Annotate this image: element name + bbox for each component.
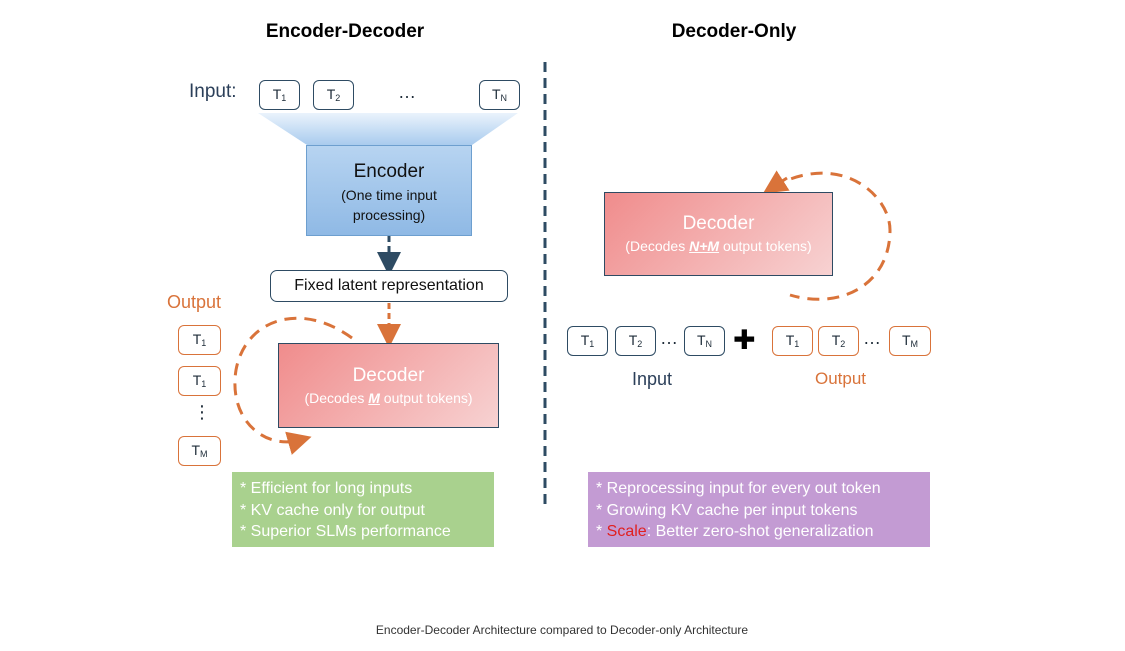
- right-note-line-1: * Reprocessing input for every out token: [596, 480, 881, 497]
- right-output-token-1: T1: [772, 326, 813, 356]
- left-decoder-subtitle: (Decodes M output tokens): [304, 390, 473, 406]
- left-note-line-3: * Superior SLMs performance: [240, 523, 451, 540]
- left-output-token-1: T1: [178, 325, 221, 355]
- right-input-token-n: TN: [684, 326, 725, 356]
- input-funnel: [258, 113, 518, 145]
- right-decoder-box: Decoder (Decodes N+M output tokens): [604, 192, 833, 276]
- left-decoder-box: Decoder (Decodes M output tokens): [278, 343, 499, 428]
- right-input-token-1: T1: [567, 326, 608, 356]
- right-decoder-loop: [772, 171, 892, 301]
- left-note-line-1: * Efficient for long inputs: [240, 480, 413, 497]
- right-tradeoffs-note: * Reprocessing input for every out token…: [588, 472, 930, 547]
- plus-icon: ✚: [733, 325, 756, 355]
- left-input-label: Input:: [189, 81, 237, 102]
- right-input-label: Input: [632, 369, 673, 389]
- left-output-vertical-ellipsis: ⋮: [193, 402, 211, 422]
- left-output-token-m: TM: [178, 436, 221, 466]
- left-decoder-loop: [233, 316, 353, 455]
- left-input-token-2: T2: [313, 80, 354, 110]
- right-input-token-2: T2: [615, 326, 656, 356]
- left-note-line-2: * KV cache only for output: [240, 501, 425, 519]
- decoder-only-heading: Decoder-Only: [671, 21, 797, 42]
- right-output-token-2: T2: [818, 326, 859, 356]
- encoder-subtitle: (One time input processing): [341, 187, 437, 223]
- left-benefits-note: * Efficient for long inputs * KV cache o…: [232, 472, 494, 547]
- right-decoder-title: Decoder: [682, 213, 755, 234]
- scale-highlight: Scale: [606, 523, 647, 540]
- encoder-box: Encoder (One time input processing): [306, 145, 472, 236]
- right-input-ellipsis: …: [660, 328, 678, 348]
- right-output-label: Output: [815, 369, 867, 388]
- right-output-token-m: TM: [889, 326, 931, 356]
- left-input-ellipsis: …: [398, 82, 416, 102]
- left-input-token-1: T1: [259, 80, 300, 110]
- figure-caption: Encoder-Decoder Architecture compared to…: [375, 623, 749, 637]
- left-output-label: Output: [167, 292, 222, 312]
- right-loop-arrowhead: [762, 170, 790, 194]
- right-note-line-3: * Scale: Better zero-shot generalization: [596, 523, 874, 540]
- left-decoder-title: Decoder: [352, 365, 425, 386]
- encoder-title: Encoder: [353, 161, 425, 182]
- encoder-decoder-heading: Encoder-Decoder: [265, 21, 425, 42]
- right-decoder-subtitle: (Decodes N+M output tokens): [625, 238, 812, 254]
- latent-representation-box: Fixed latent representation: [270, 270, 508, 302]
- left-input-token-n: TN: [479, 80, 520, 110]
- right-note-line-2: * Growing KV cache per input tokens: [596, 501, 858, 519]
- left-output-token-2: T1: [178, 366, 221, 396]
- right-output-ellipsis: …: [863, 328, 881, 348]
